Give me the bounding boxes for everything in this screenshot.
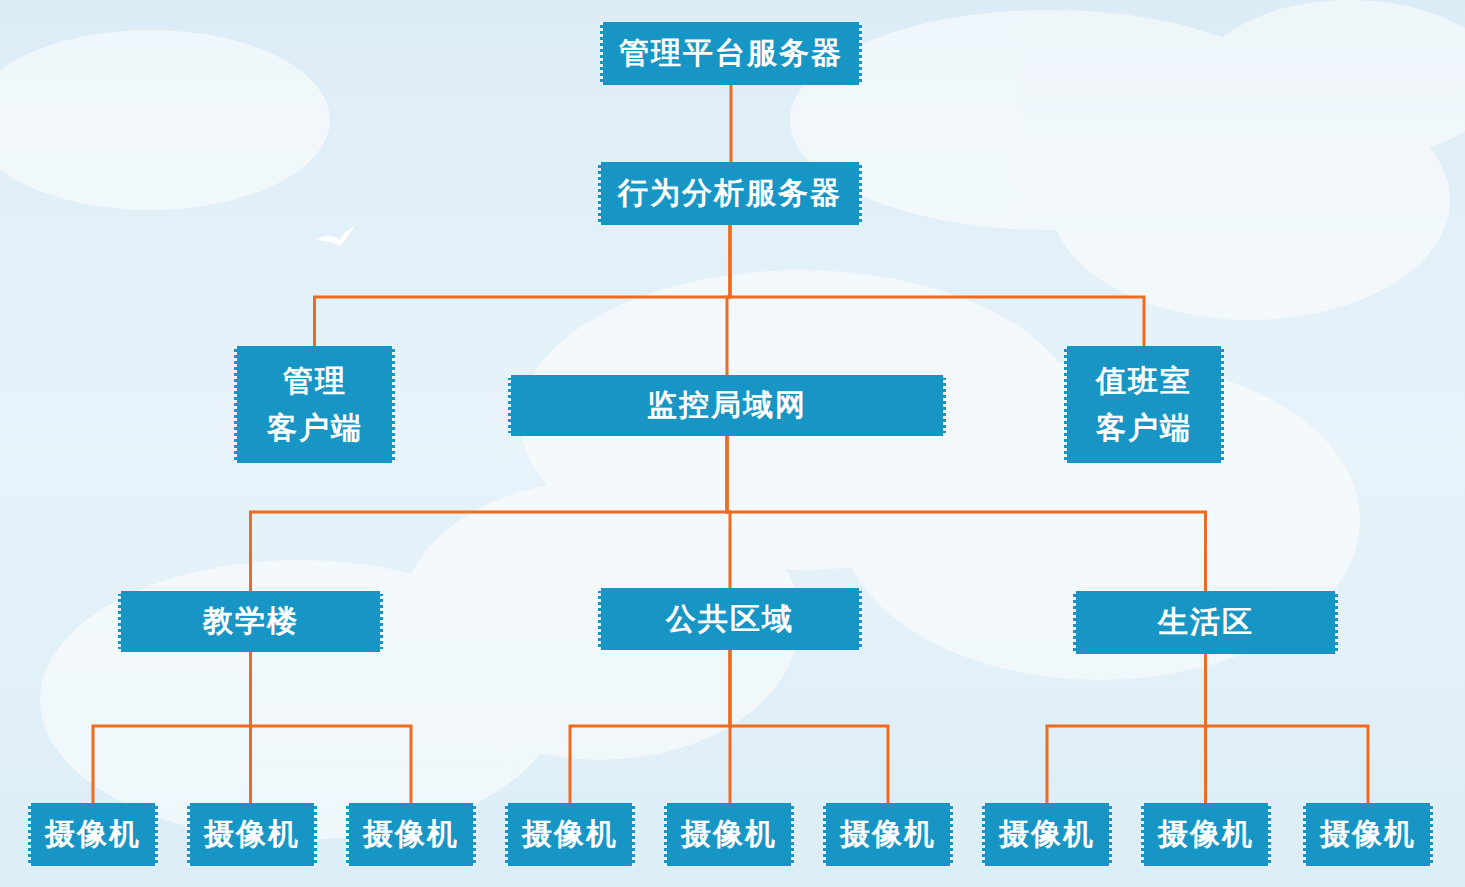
node-label: 摄像机 <box>363 811 459 858</box>
connector-line <box>315 225 731 346</box>
node-label: 监控局域网 <box>647 382 807 429</box>
camera-box: 摄像机 <box>28 803 158 866</box>
node-label: 摄像机 <box>45 811 141 858</box>
node-label: 摄像机 <box>681 811 777 858</box>
connector-line <box>730 225 1144 346</box>
server-box: 管理平台服务器 <box>600 22 862 85</box>
node-label: 生活区 <box>1158 599 1254 646</box>
camera-box: 摄像机 <box>982 803 1112 866</box>
connector-line <box>730 85 733 162</box>
connector-line <box>93 652 251 803</box>
camera-box: 摄像机 <box>823 803 953 866</box>
node-label: 公共区域 <box>666 596 794 643</box>
camera-box: 摄像机 <box>505 803 635 866</box>
camera-box: 摄像机 <box>1303 803 1433 866</box>
client-box: 管理 客户端 <box>234 346 395 463</box>
node-label: 摄像机 <box>204 811 300 858</box>
connector-line <box>1047 654 1206 803</box>
node-label: 行为分析服务器 <box>618 170 842 217</box>
node-label: 摄像机 <box>840 811 936 858</box>
node-label: 摄像机 <box>1158 811 1254 858</box>
node-label: 值班室 客户端 <box>1084 358 1204 451</box>
connector-line <box>570 650 730 803</box>
connector-line <box>251 652 412 803</box>
node-label: 教学楼 <box>203 598 299 645</box>
node-label: 摄像机 <box>522 811 618 858</box>
camera-box: 摄像机 <box>664 803 794 866</box>
area-box: 生活区 <box>1073 591 1338 654</box>
camera-box: 摄像机 <box>1141 803 1271 866</box>
connector-line <box>730 650 888 803</box>
node-label: 管理 客户端 <box>254 358 375 451</box>
node-label: 摄像机 <box>999 811 1095 858</box>
node-label: 管理平台服务器 <box>619 30 843 77</box>
node-label: 摄像机 <box>1320 811 1416 858</box>
client-box: 值班室 客户端 <box>1064 346 1224 463</box>
network-box: 监控局域网 <box>508 375 946 436</box>
area-box: 教学楼 <box>118 591 383 652</box>
camera-box: 摄像机 <box>346 803 476 866</box>
server-box: 行为分析服务器 <box>598 162 862 225</box>
camera-box: 摄像机 <box>187 803 317 866</box>
connector-line <box>1206 654 1369 803</box>
area-box: 公共区域 <box>598 588 862 650</box>
